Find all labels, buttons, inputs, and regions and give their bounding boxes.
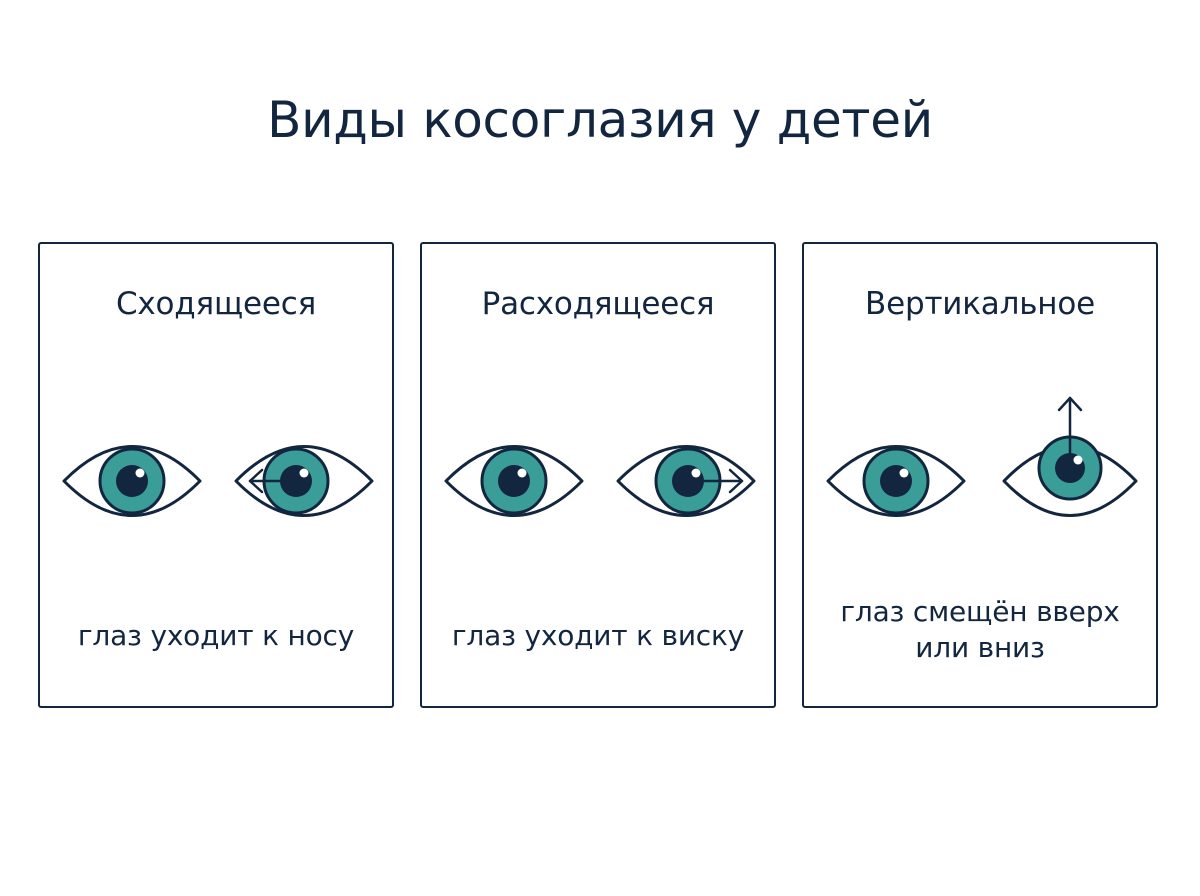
card-caption: глаз смещён вверх или вниз [804,594,1156,666]
card-title: Вертикальное [865,286,1095,322]
eyes-illustration [826,396,1138,517]
eyes-illustration [444,445,756,517]
right-arrow-icon [686,468,744,494]
caption-line: или вниз [915,631,1045,664]
left-arrow-icon [248,468,298,494]
deviated-eye-icon [1002,435,1138,517]
card-divergent: Расходящееся глаз уходит к виску [420,242,776,708]
normal-eye-icon [826,445,966,517]
card-caption: глаз уходит к виску [451,619,745,652]
eyes-illustration [62,445,374,517]
card-caption: глаз уходит к носу [77,619,355,652]
caption-line: глаз смещён вверх [840,595,1120,628]
deviated-eye-icon [234,445,374,517]
normal-eye-icon [444,445,584,517]
card-title: Сходящееся [115,286,317,322]
card-convergent: Сходящееся глаз уходит к носу [38,242,394,708]
up-arrow-icon [1057,396,1083,470]
normal-eye-icon [62,445,202,517]
card-title: Расходящееся [481,286,715,322]
page-title: Виды косоглазия у детей [267,91,933,149]
card-vertical: Вертикальное глаз смещён вверх или вниз [802,242,1158,708]
